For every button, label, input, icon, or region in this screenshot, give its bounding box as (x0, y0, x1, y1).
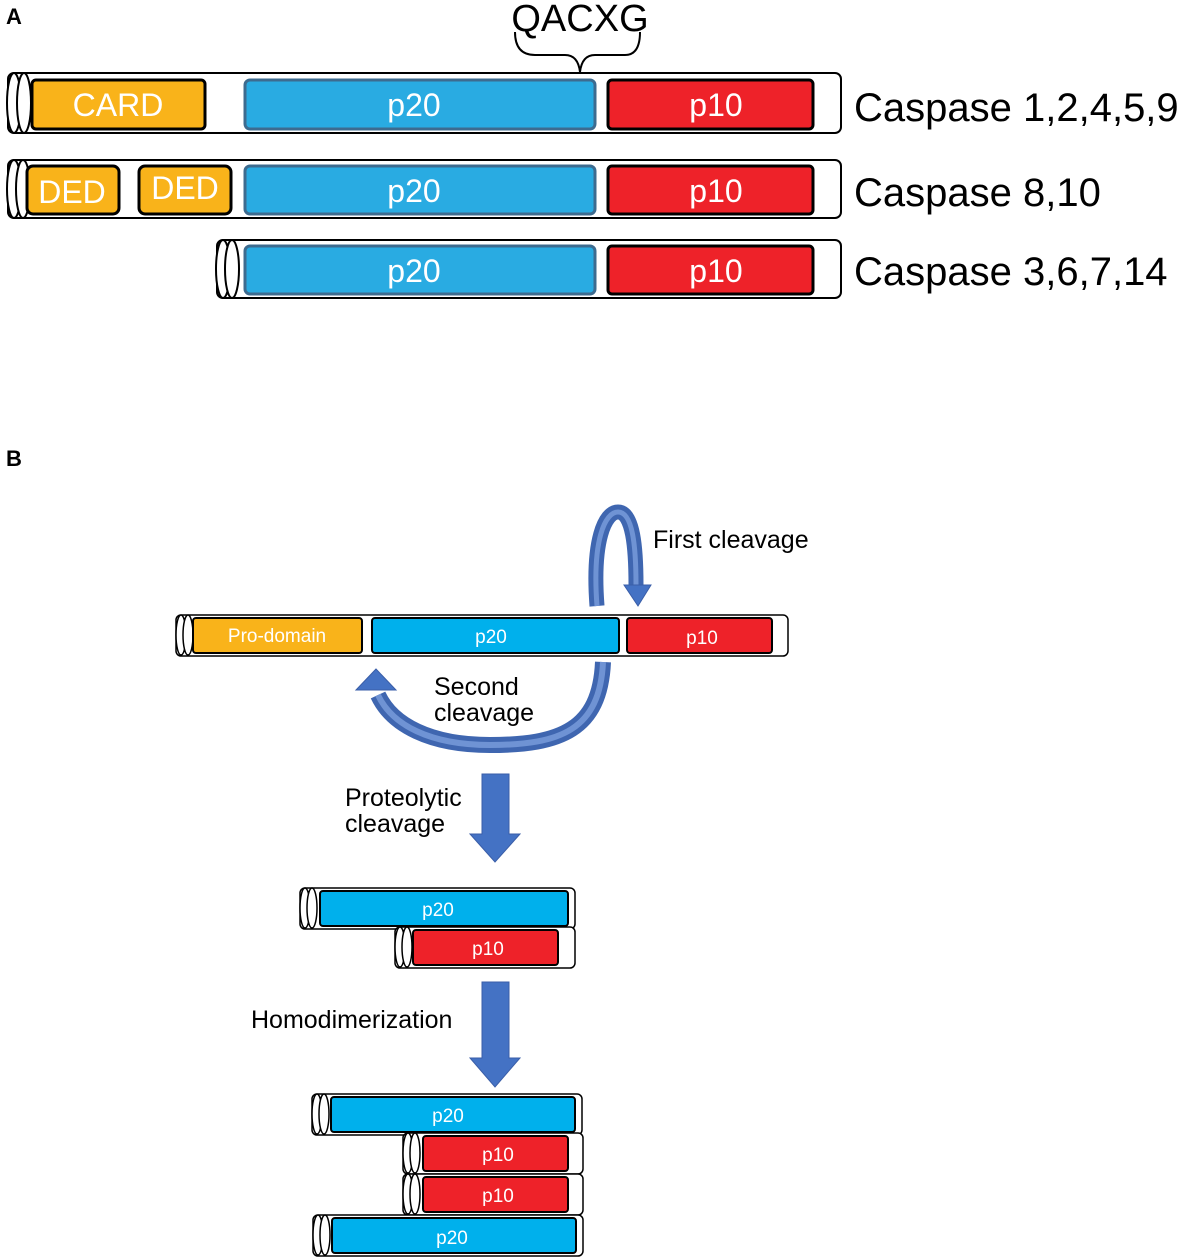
p10-domain-label: p10 (689, 253, 742, 289)
heterodimer: p20 p10 (299, 887, 576, 969)
panel-b-label: B (6, 446, 22, 471)
tube-end-cap (318, 1093, 330, 1135)
caspase-row-3-caption: Caspase 3,6,7,14 (854, 250, 1168, 294)
panel-a-label: A (6, 4, 22, 29)
p20-domain (331, 1217, 577, 1254)
homodimerization-label: Homodimerization (251, 1006, 452, 1034)
p10-domain (626, 617, 773, 654)
p20-domain (371, 617, 620, 654)
caspase-row-3: p20 p10 Caspase 3,6,7,14 (215, 239, 1168, 299)
prodomain-label: Pro-domain (228, 626, 326, 647)
p10-domain (606, 244, 815, 296)
tetramer: p20 p10 p10 p20 (311, 1093, 584, 1257)
p10-domain-label: p10 (482, 1186, 514, 1207)
p10-domain-label: p10 (482, 1145, 514, 1166)
tube-end-cap (16, 72, 32, 134)
p20-domain-label: p20 (475, 627, 507, 648)
second-cleavage-label-line1: Second (434, 673, 519, 701)
caspase-row-1-caption: Caspase 1,2,4,5,9 (854, 86, 1179, 130)
p20-domain (243, 244, 597, 296)
p10-domain-label: p10 (686, 628, 718, 649)
p20-domain-label: p20 (432, 1106, 464, 1127)
p20-domain (243, 78, 597, 131)
caspase-row-2-caption: Caspase 8,10 (854, 171, 1101, 215)
p10-domain (606, 78, 815, 131)
second-cleavage-label-line2: cleavage (434, 699, 534, 727)
motif-label: QACXG (511, 0, 648, 40)
caspase-row-1: CARD p20 p10 Caspase 1,2,4,5,9 (6, 72, 1179, 134)
p20-domain-label: p20 (387, 253, 440, 289)
p10-domain-label: p10 (689, 173, 742, 209)
p20-domain (330, 1096, 576, 1133)
second-cleavage-arrow (354, 661, 611, 754)
prodomain (192, 617, 363, 654)
proteolytic-cleavage-arrow (468, 773, 522, 863)
p10-domain (422, 1135, 569, 1172)
p20-domain-label: p20 (422, 900, 454, 921)
p20-domain-label: p20 (387, 173, 440, 209)
ded-domain-2-label: DED (151, 170, 219, 206)
caspase-row-2: DED DED p20 p10 Caspase 8,10 (6, 159, 1101, 219)
p10-domain-label: p10 (689, 87, 742, 123)
card-domain (30, 78, 207, 131)
first-cleavage-arrow (588, 504, 652, 607)
ded-domain-2 (137, 164, 233, 216)
p20-domain (243, 164, 597, 216)
tube-end-cap (319, 1214, 331, 1256)
proteolytic-label-line2: cleavage (345, 810, 445, 838)
p20-domain (319, 890, 569, 927)
tube-end-cap (401, 926, 413, 968)
card-domain-label: CARD (73, 87, 164, 123)
homodimerization-arrow (468, 981, 522, 1088)
tube-end-cap (409, 1173, 421, 1215)
procaspase: Pro-domain p20 p10 (175, 614, 789, 657)
p10-domain (606, 164, 815, 216)
ded-domain-1 (25, 164, 121, 216)
tube-end-cap (409, 1132, 421, 1174)
p20-domain-label: p20 (436, 1228, 468, 1249)
tube-end-cap (182, 614, 194, 656)
tube-end-cap (224, 239, 240, 299)
ded-domain-1-label: DED (38, 174, 106, 210)
proteolytic-label-line1: Proteolytic (345, 784, 462, 812)
p10-domain (422, 1176, 569, 1213)
tube-end-cap (306, 887, 318, 929)
first-cleavage-label: First cleavage (653, 526, 809, 554)
p10-domain-label: p10 (472, 939, 504, 960)
p10-domain (412, 929, 559, 966)
p20-domain-label: p20 (387, 87, 440, 123)
